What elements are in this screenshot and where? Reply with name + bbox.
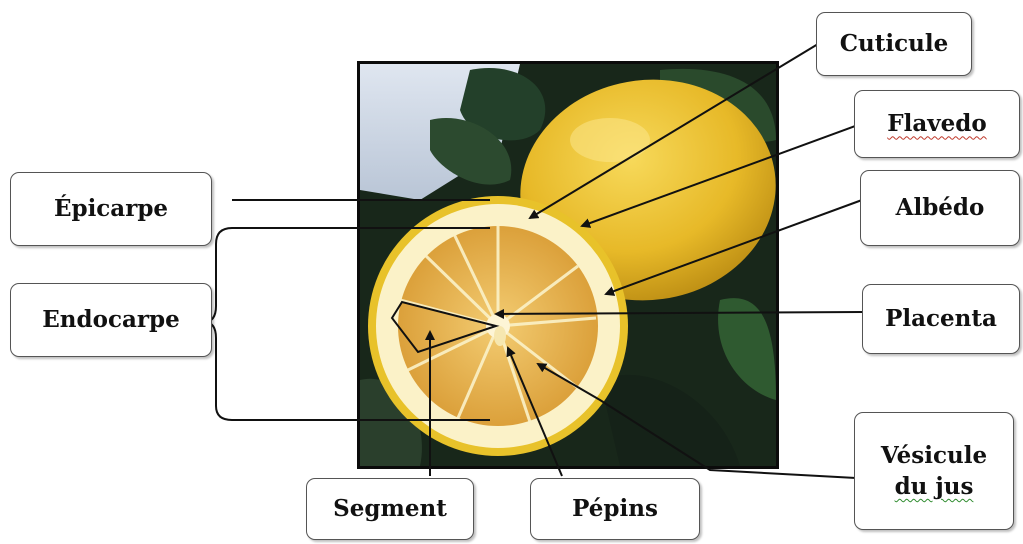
label-pepins-text: Pépins [572,495,658,523]
label-pepins: Pépins [530,478,700,540]
cuticule-arrow [528,43,819,220]
label-epicarpe-text: Épicarpe [53,195,169,223]
label-flavedo: Flavedo [854,90,1020,158]
label-placenta: Placenta [862,284,1020,354]
label-flavedo-text: Flavedo [887,110,987,138]
label-albedo-text: Albédo [895,194,985,222]
albedo-arrow [604,199,863,296]
label-segment: Segment [306,478,474,540]
placenta-arrow [494,308,865,319]
label-cuticule: Cuticule [816,12,972,76]
label-placenta-text: Placenta [885,305,997,333]
label-albedo: Albédo [860,170,1020,246]
label-vesicule: Vésicule du jus [854,412,1014,530]
pepins-arrow [506,346,563,477]
flavedo-arrow [580,124,859,228]
label-vesicule-line1: Vésicule [880,441,988,469]
label-endocarpe-text: Endocarpe [42,306,180,334]
label-cuticule-text: Cuticule [839,30,949,58]
label-vesicule-line2: du jus [894,473,974,500]
segment-outline [390,300,500,354]
label-endocarpe: Endocarpe [10,283,212,357]
label-epicarpe: Épicarpe [10,172,212,246]
vesicule-arrow [536,362,857,479]
endocarpe-brace [203,227,490,421]
label-segment-text: Segment [333,495,447,523]
